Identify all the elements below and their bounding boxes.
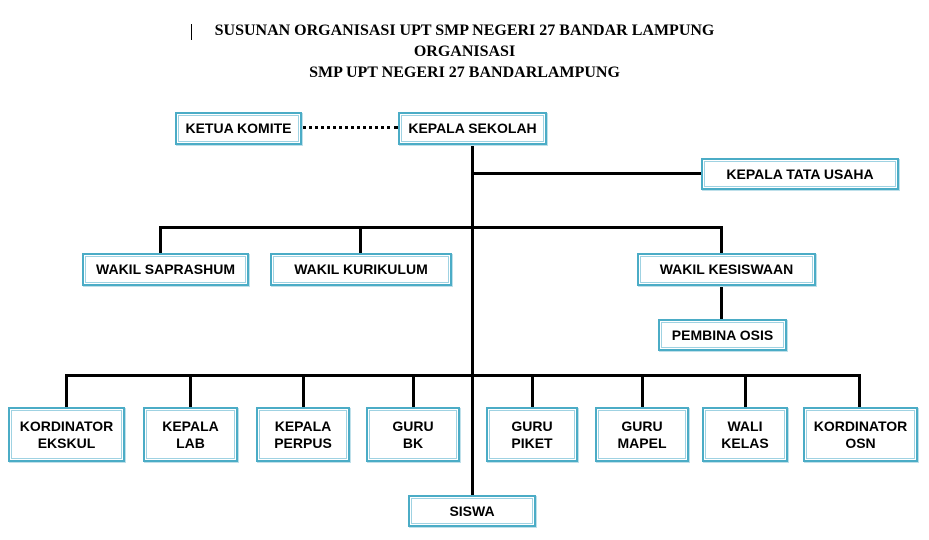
- chart-title-line1: SUSUNAN ORGANISASI UPT SMP NEGERI 27 BAN…: [214, 22, 715, 39]
- chart-title: SUSUNAN ORGANISASI UPT SMP NEGERI 27 BAN…: [0, 20, 929, 83]
- connector-drop-kordinator-ekskul: [65, 374, 68, 407]
- org-node-kordinator-osn: KORDINATOR OSN: [803, 407, 918, 462]
- org-node-wali-kelas: WALI KELAS: [702, 407, 788, 462]
- connector-drop-guru-mapel: [641, 374, 644, 407]
- org-node-siswa: SISWA: [408, 495, 536, 527]
- connector-drop-pembina-osis: [720, 286, 723, 319]
- connector-drop-kurikulum: [359, 226, 362, 253]
- connector-drop-kordinator-osn: [858, 374, 861, 407]
- connector-drop-guru-piket: [531, 374, 534, 407]
- chart-title-line3: SMP UPT NEGERI 27 BANDARLAMPUNG: [309, 64, 620, 81]
- connector-komite-kepsek-dotted: [302, 126, 398, 129]
- org-node-ketua-komite: KETUA KOMITE: [175, 112, 302, 145]
- org-node-pembina-osis: PEMBINA OSIS: [658, 319, 787, 351]
- org-node-kepala-tata-usaha: KEPALA TATA USAHA: [701, 158, 899, 190]
- org-node-wakil-saprashum: WAKIL SAPRASHUM: [82, 253, 249, 286]
- org-node-kepala-lab: KEPALA LAB: [143, 407, 238, 462]
- connector-drop-kepala-perpus: [302, 374, 305, 407]
- org-node-kordinator-ekskul: KORDINATOR EKSKUL: [8, 407, 125, 462]
- connector-wakil-bus: [160, 226, 723, 229]
- connector-trunk-vertical: [471, 145, 474, 495]
- connector-drop-saprashum: [159, 226, 162, 253]
- connector-drop-kepala-lab: [189, 374, 192, 407]
- connector-drop-guru-bk: [412, 374, 415, 407]
- org-node-kepala-sekolah: KEPALA SEKOLAH: [398, 112, 547, 145]
- connector-drop-wali-kelas: [744, 374, 747, 407]
- title-stray-line: [191, 24, 192, 40]
- connector-staff-bus: [65, 374, 861, 377]
- org-node-wakil-kesiswaan: WAKIL KESISWAAN: [637, 253, 816, 286]
- org-node-kepala-perpus: KEPALA PERPUS: [256, 407, 350, 462]
- chart-title-line2: ORGANISASI: [413, 43, 516, 60]
- org-node-guru-bk: GURU BK: [366, 407, 460, 462]
- org-node-wakil-kurikulum: WAKIL KURIKULUM: [270, 253, 452, 286]
- org-node-guru-piket: GURU PIKET: [486, 407, 578, 462]
- connector-tata-usaha: [472, 172, 701, 175]
- org-node-guru-mapel: GURU MAPEL: [595, 407, 689, 462]
- connector-drop-kesiswaan: [720, 226, 723, 253]
